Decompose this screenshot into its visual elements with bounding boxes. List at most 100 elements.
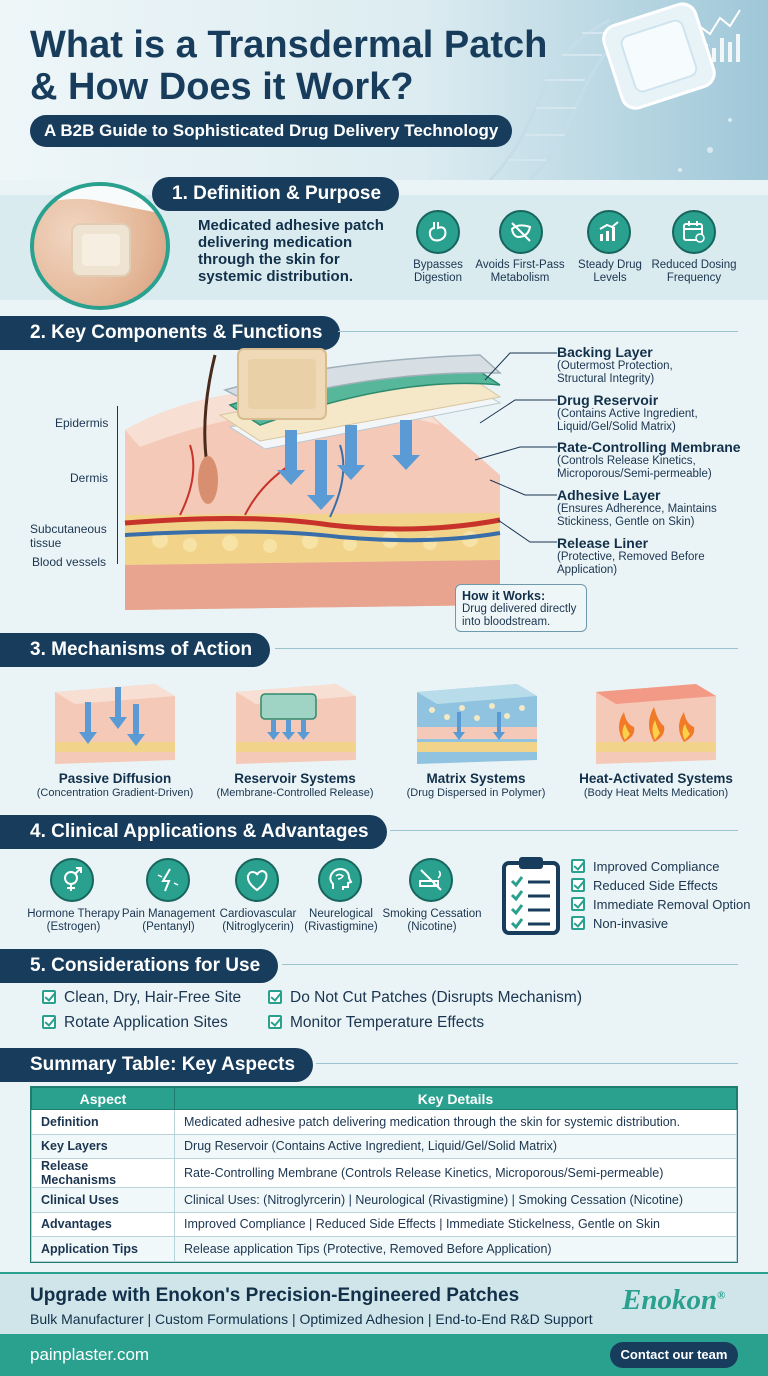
advantage-item: Reduced Side Effects bbox=[571, 878, 751, 897]
stomach-icon bbox=[416, 210, 460, 254]
calendar-icon bbox=[672, 210, 716, 254]
application-label-5: Smoking Cessation(Nicotine) bbox=[382, 908, 482, 933]
layer-backing: Backing Layer (Outermost Protection, Str… bbox=[557, 344, 673, 385]
how-it-works-line-1: Drug delivered directly bbox=[462, 603, 577, 615]
definition-line-3: through the skin for bbox=[198, 251, 340, 268]
summary-divider bbox=[316, 1063, 738, 1064]
advantages-list: Improved Compliance Reduced Side Effects… bbox=[571, 859, 751, 935]
footer-tagline: Bulk Manufacturer | Custom Formulations … bbox=[30, 1311, 593, 1327]
mechanism-title-1: Passive Diffusion bbox=[58, 771, 172, 786]
check-icon bbox=[571, 878, 585, 892]
check-icon bbox=[268, 990, 282, 1004]
definition-line-2: delivering medication bbox=[198, 234, 353, 251]
mechanism-sub-4: (Body Heat Melts Medication) bbox=[583, 787, 729, 799]
section1-title: 1. Definition & Purpose bbox=[152, 177, 400, 211]
section1-photo bbox=[30, 182, 170, 310]
layer-drug-reservoir: Drug Reservoir (Contains Active Ingredie… bbox=[557, 392, 698, 433]
layer-leader-lines bbox=[474, 352, 557, 543]
checklist-clipboard-icon bbox=[502, 857, 560, 935]
mechanism-title-2: Reservoir Systems bbox=[234, 771, 356, 786]
mechanism-title-3: Matrix Systems bbox=[426, 771, 526, 786]
mechanism-passive-diffusion-graphic bbox=[55, 684, 175, 764]
brand-name: Enokon bbox=[622, 1284, 718, 1316]
mechanism-sub-1: (Concentration Gradient-Driven) bbox=[36, 787, 194, 799]
section5-title: 5. Considerations for Use bbox=[0, 949, 279, 983]
table-header-details: Key Details bbox=[174, 1087, 737, 1110]
dna-background-graphic bbox=[488, 2, 741, 180]
check-icon bbox=[42, 1015, 56, 1029]
label-blood-vessels: Blood vessels bbox=[32, 555, 107, 569]
gender-symbol-icon bbox=[50, 858, 94, 902]
footer-headline: Upgrade with Enokon's Precision-Engineer… bbox=[30, 1285, 520, 1306]
layer-adhesive: Adhesive Layer (Ensures Adherence, Maint… bbox=[557, 487, 717, 528]
consideration-item: Clean, Dry, Hair-Free Site bbox=[42, 989, 241, 1014]
check-icon bbox=[268, 1015, 282, 1029]
mechanism-reservoir-graphic bbox=[236, 684, 356, 764]
footer-promo: Upgrade with Enokon's Precision-Engineer… bbox=[0, 1272, 768, 1334]
brand-mark: ® bbox=[717, 1289, 726, 1302]
consideration-item: Monitor Temperature Effects bbox=[268, 1014, 582, 1039]
contact-team-button[interactable]: Contact our team bbox=[610, 1342, 738, 1368]
check-icon bbox=[571, 859, 585, 873]
brain-head-icon bbox=[318, 858, 362, 902]
arm-patch-graphic bbox=[34, 186, 166, 277]
page-title: What is a Transdermal Patch & How Does i… bbox=[30, 24, 547, 108]
pain-lightning-icon bbox=[146, 858, 190, 902]
advantage-item: Improved Compliance bbox=[571, 859, 751, 878]
skin-patch-diagram bbox=[124, 348, 503, 610]
definition-line-4: systemic distribution. bbox=[198, 268, 354, 285]
title-line-1: What is a Transdermal Patch bbox=[30, 24, 548, 66]
definition-line-1: Medicated adhesive patch bbox=[198, 217, 384, 234]
skin-bracket bbox=[117, 406, 123, 564]
summary-title: Summary Table: Key Aspects bbox=[0, 1048, 314, 1082]
label-dermis: Dermis bbox=[70, 471, 108, 485]
mechanism-sub-2: (Membrane-Controlled Release) bbox=[216, 787, 374, 799]
website-link[interactable]: painplaster.com bbox=[30, 1345, 150, 1364]
advantage-item: Non-invasive bbox=[571, 916, 751, 935]
application-label-1: Hormone Therapy(Estrogen) bbox=[27, 908, 120, 933]
application-label-4: Neurelogical(Rivastigmine) bbox=[304, 908, 378, 933]
check-icon bbox=[571, 916, 585, 930]
section4-title: 4. Clinical Applications & Advantages bbox=[0, 815, 387, 849]
definition-text: Medicated adhesive patch delivering medi… bbox=[198, 217, 384, 285]
consideration-item: Rotate Application Sites bbox=[42, 1014, 241, 1039]
cigarette-icon bbox=[409, 858, 453, 902]
check-icon bbox=[42, 990, 56, 1004]
section3-divider bbox=[275, 648, 738, 649]
advantage-item: Immediate Removal Option bbox=[571, 897, 751, 916]
liver-crossed-icon bbox=[499, 210, 543, 254]
heart-icon bbox=[235, 858, 279, 902]
section3-title: 3. Mechanisms of Action bbox=[0, 633, 271, 667]
check-icon bbox=[571, 897, 585, 911]
how-it-works-callout: How it Works: Drug delivered directly in… bbox=[455, 584, 587, 632]
footer-bar: painplaster.com Contact our team bbox=[0, 1334, 768, 1376]
layer-rate-controlling-membrane: Rate-Controlling Membrane (Controls Rele… bbox=[557, 439, 741, 480]
how-it-works-title: How it Works: bbox=[462, 589, 546, 603]
title-line-2: & How Does it Work? bbox=[30, 66, 414, 108]
consideration-item: Do Not Cut Patches (Disrupts Mechanism) bbox=[268, 989, 582, 1014]
section5-divider bbox=[282, 964, 738, 965]
subtitle-pill: A B2B Guide to Sophisticated Drug Delive… bbox=[30, 115, 513, 147]
mechanism-matrix-graphic bbox=[417, 684, 537, 764]
application-label-3: Cardiovascular(Nitroglycerin) bbox=[219, 908, 297, 933]
section2-title: 2. Key Components & Functions bbox=[0, 316, 341, 350]
bar-chart-icon bbox=[587, 210, 631, 254]
mechanism-sub-3: (Drug Dispersed in Polymer) bbox=[406, 787, 546, 799]
layer-release-liner: Release Liner (Protective, Removed Befor… bbox=[557, 535, 705, 576]
table-header-aspect: Aspect bbox=[31, 1087, 175, 1110]
section4-divider bbox=[390, 830, 738, 831]
considerations-left: Clean, Dry, Hair-Free Site Rotate Applic… bbox=[42, 989, 241, 1039]
application-label-2: Pain Management(Pentanyl) bbox=[121, 908, 216, 933]
mechanism-title-4: Heat-Activated Systems bbox=[579, 771, 733, 786]
considerations-right: Do Not Cut Patches (Disrupts Mechanism) … bbox=[268, 989, 582, 1039]
